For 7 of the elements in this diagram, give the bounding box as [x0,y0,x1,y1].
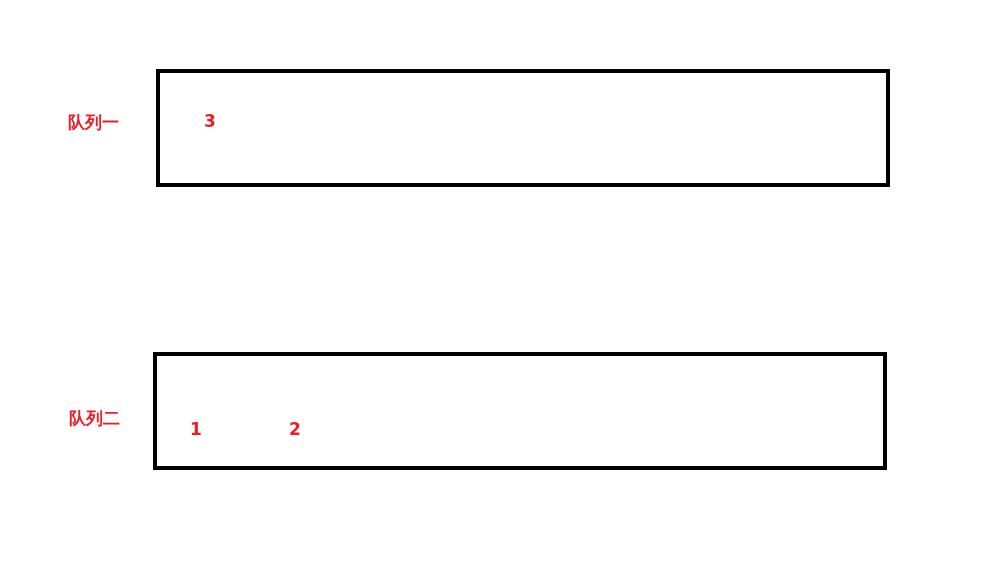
queue-box [153,352,887,470]
item-number: 3 [204,111,216,131]
queue-box [156,69,890,187]
item-number: 1 [190,419,202,439]
queue-label: 队列一 [68,112,119,132]
queue-label: 队列二 [69,408,120,428]
item-number: 2 [289,419,301,439]
